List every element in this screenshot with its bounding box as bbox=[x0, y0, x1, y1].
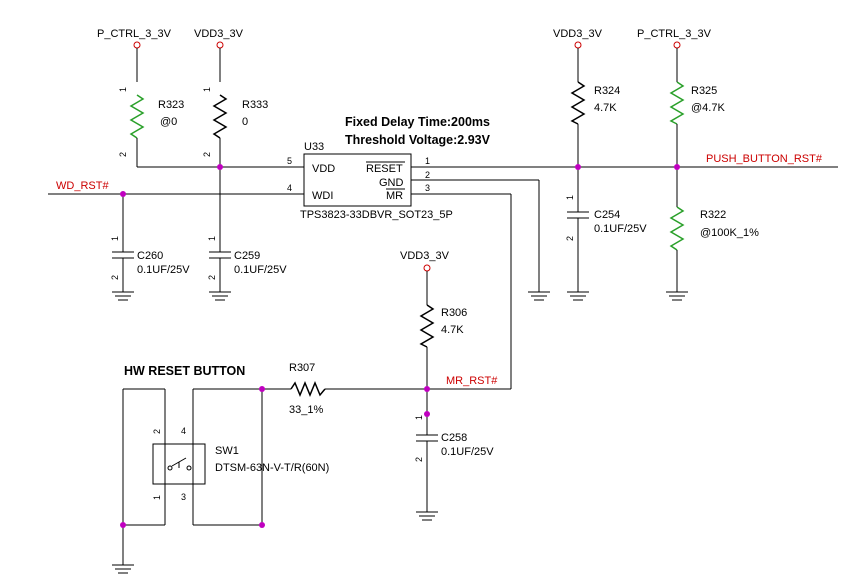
svg-text:MR: MR bbox=[386, 190, 403, 202]
wires bbox=[48, 166, 838, 565]
svg-text:DTSM-63N-V-T/R(60N): DTSM-63N-V-T/R(60N) bbox=[215, 462, 329, 474]
hw-reset-title: HW RESET BUTTON bbox=[124, 364, 245, 378]
delay-note: Fixed Delay Time:200ms bbox=[345, 115, 490, 129]
svg-text:@4.7K: @4.7K bbox=[691, 102, 725, 114]
svg-text:VDD3_3V: VDD3_3V bbox=[553, 28, 603, 40]
svg-text:R322: R322 bbox=[700, 209, 726, 221]
svg-text:4.7K: 4.7K bbox=[594, 102, 617, 114]
capacitor-c258: 1 2 C258 0.1UF/25V bbox=[414, 415, 494, 462]
svg-text:0.1UF/25V: 0.1UF/25V bbox=[441, 446, 494, 458]
resistor-r322: R322 @100K_1% bbox=[669, 167, 759, 292]
power-port-p-ctrl-left: P_CTRL_3_3V bbox=[97, 28, 172, 82]
svg-text:4.7K: 4.7K bbox=[441, 324, 464, 336]
junction-dots bbox=[120, 164, 680, 528]
svg-text:VDD: VDD bbox=[312, 163, 335, 175]
ground-c259 bbox=[209, 291, 231, 301]
svg-text:3: 3 bbox=[181, 492, 186, 502]
svg-text:R324: R324 bbox=[594, 85, 620, 97]
svg-text:2: 2 bbox=[414, 457, 424, 462]
resistor-r323: 1 2 R323 @0 bbox=[118, 87, 184, 167]
power-port-vdd-mid: VDD3_3V bbox=[400, 250, 450, 305]
ground-symbols bbox=[112, 291, 688, 574]
svg-text:R325: R325 bbox=[691, 85, 717, 97]
svg-text:U33: U33 bbox=[304, 141, 324, 153]
svg-text:TPS3823-33DBVR_SOT23_5P: TPS3823-33DBVR_SOT23_5P bbox=[300, 209, 453, 221]
svg-text:1: 1 bbox=[202, 87, 212, 92]
svg-text:R307: R307 bbox=[289, 362, 315, 374]
svg-text:SW1: SW1 bbox=[215, 445, 239, 457]
ground-c258 bbox=[416, 511, 438, 521]
svg-text:2: 2 bbox=[110, 275, 120, 280]
net-label-wd-rst: WD_RST# bbox=[56, 180, 109, 192]
power-port-vdd-right: VDD3_3V bbox=[553, 28, 603, 82]
ground-sw1 bbox=[112, 564, 134, 574]
net-label-mr-rst: MR_RST# bbox=[446, 375, 498, 387]
capacitor-c259: 1 2 C259 0.1UF/25V bbox=[207, 236, 287, 280]
svg-text:1: 1 bbox=[152, 495, 162, 500]
svg-text:2: 2 bbox=[118, 152, 128, 157]
svg-text:P_CTRL_3_3V: P_CTRL_3_3V bbox=[637, 28, 712, 40]
svg-text:1: 1 bbox=[565, 195, 575, 200]
switch-sw1: 2 1 4 3 SW1 DTSM-63N-V-T/R(60N) bbox=[152, 426, 329, 502]
svg-text:4: 4 bbox=[181, 426, 186, 436]
power-port-vdd-left: VDD3_3V bbox=[194, 28, 244, 82]
svg-text:RESET: RESET bbox=[366, 163, 403, 175]
svg-text:2: 2 bbox=[565, 236, 575, 241]
svg-text:C254: C254 bbox=[594, 209, 620, 221]
svg-text:2: 2 bbox=[152, 429, 162, 434]
net-label-push-button-rst: PUSH_BUTTON_RST# bbox=[706, 153, 823, 165]
svg-text:1: 1 bbox=[414, 415, 424, 420]
capacitor-c260: 1 2 C260 0.1UF/25V bbox=[110, 236, 190, 280]
capacitor-c254: 1 2 C254 0.1UF/25V bbox=[565, 195, 647, 241]
threshold-note: Threshold Voltage:2.93V bbox=[345, 133, 491, 147]
svg-text:@0: @0 bbox=[160, 116, 177, 128]
svg-text:R333: R333 bbox=[242, 99, 268, 111]
ground-c254 bbox=[567, 291, 589, 301]
svg-text:R306: R306 bbox=[441, 307, 467, 319]
svg-text:P_CTRL_3_3V: P_CTRL_3_3V bbox=[97, 28, 172, 40]
resistor-r307: R307 33_1% bbox=[262, 362, 427, 416]
svg-text:4: 4 bbox=[287, 183, 292, 193]
ground-c260 bbox=[112, 291, 134, 301]
svg-text:GND: GND bbox=[379, 177, 404, 189]
svg-text:1: 1 bbox=[207, 236, 217, 241]
svg-text:2: 2 bbox=[202, 152, 212, 157]
svg-text:C258: C258 bbox=[441, 432, 467, 444]
svg-text:0.1UF/25V: 0.1UF/25V bbox=[137, 264, 190, 276]
svg-text:2: 2 bbox=[207, 275, 217, 280]
svg-text:33_1%: 33_1% bbox=[289, 404, 323, 416]
svg-text:3: 3 bbox=[425, 183, 430, 193]
svg-text:0.1UF/25V: 0.1UF/25V bbox=[594, 223, 647, 235]
svg-text:WDI: WDI bbox=[312, 190, 333, 202]
svg-text:0.1UF/25V: 0.1UF/25V bbox=[234, 264, 287, 276]
ground-u33 bbox=[528, 291, 550, 301]
resistor-r306: R306 4.7K bbox=[419, 304, 467, 389]
ground-r322 bbox=[666, 291, 688, 301]
svg-text:1: 1 bbox=[110, 236, 120, 241]
svg-text:2: 2 bbox=[425, 170, 430, 180]
svg-text:5: 5 bbox=[287, 156, 292, 166]
svg-text:1: 1 bbox=[425, 156, 430, 166]
svg-text:@100K_1%: @100K_1% bbox=[700, 227, 759, 239]
svg-text:C260: C260 bbox=[137, 250, 163, 262]
svg-text:VDD3_3V: VDD3_3V bbox=[400, 250, 450, 262]
svg-text:VDD3_3V: VDD3_3V bbox=[194, 28, 244, 40]
ic-u33: U33 VDD WDI RESET GND MR TPS3823-33DBVR_… bbox=[287, 141, 453, 221]
resistor-r333: 1 2 R333 0 bbox=[202, 87, 268, 167]
resistor-r325: R325 @4.7K bbox=[669, 81, 725, 167]
power-port-p-ctrl-right: P_CTRL_3_3V bbox=[637, 28, 712, 82]
svg-text:R323: R323 bbox=[158, 99, 184, 111]
svg-text:1: 1 bbox=[118, 87, 128, 92]
svg-text:C259: C259 bbox=[234, 250, 260, 262]
resistor-r324: R324 4.7K bbox=[570, 81, 620, 167]
svg-text:0: 0 bbox=[242, 116, 248, 128]
